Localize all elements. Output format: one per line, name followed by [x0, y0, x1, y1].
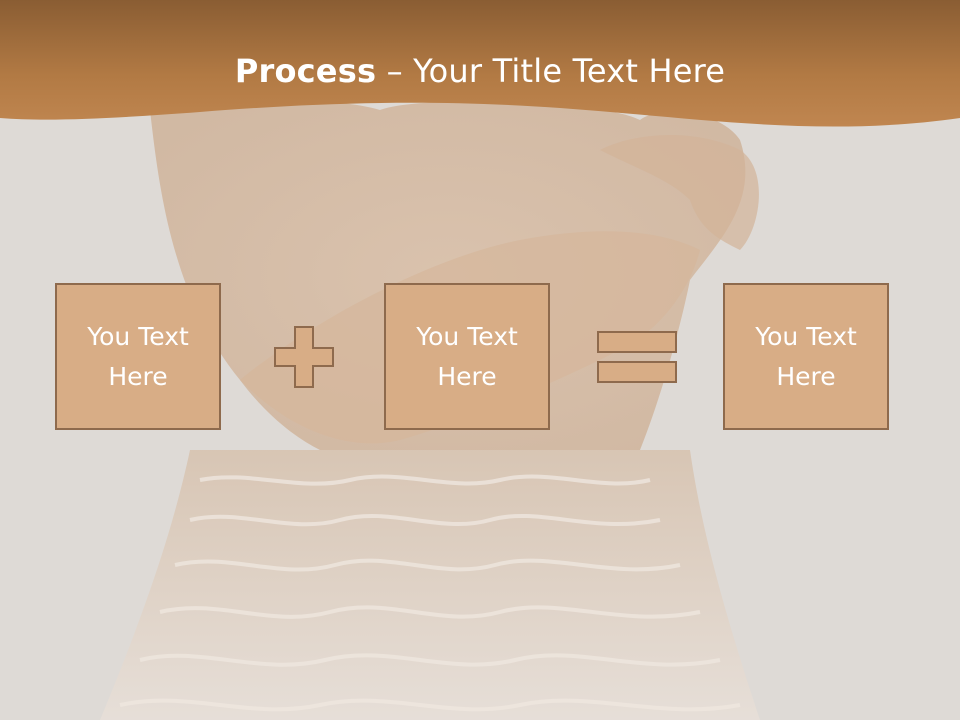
process-box-2: You Text Here [384, 283, 550, 430]
title-bold: Process [234, 52, 377, 90]
title-rest: – Your Title Text Here [376, 52, 726, 90]
equals-icon [597, 331, 677, 383]
plus-icon [274, 326, 334, 388]
slide-title: Process – Your Title Text Here [0, 52, 960, 90]
process-box-3: You Text Here [723, 283, 889, 430]
process-box-1: You Text Here [55, 283, 221, 430]
